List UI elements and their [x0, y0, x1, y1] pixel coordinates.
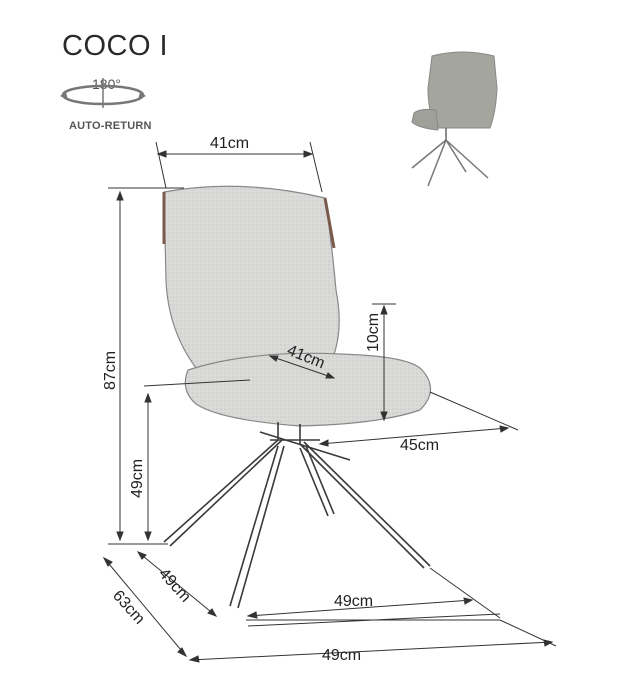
- dim-seat-front-depth: 45cm: [400, 437, 439, 454]
- dim-base-depth: 49cm: [155, 565, 194, 605]
- auto-return-label: AUTO-RETURN: [69, 120, 152, 132]
- dimension-lines: [102, 141, 557, 663]
- dim-base-width-inner: 49cm: [334, 593, 373, 610]
- chair-thumbnail-image: [411, 51, 498, 187]
- chair-illustration: [162, 185, 432, 609]
- dim-total-height: 87cm: [102, 351, 119, 390]
- dim-seat-height: 49cm: [129, 459, 146, 498]
- dim-overall-depth: 63cm: [109, 587, 148, 627]
- chair-seat: [184, 352, 432, 427]
- rotation-arrow-icon: [60, 78, 146, 108]
- rotation-degree-label: 180°: [92, 76, 121, 92]
- dim-seat-thickness: 10cm: [365, 313, 382, 352]
- product-title: COCO I: [62, 30, 169, 62]
- chair-backrest: [163, 185, 340, 369]
- dim-overall-width: 49cm: [322, 647, 361, 664]
- dim-back-width: 41cm: [210, 135, 249, 152]
